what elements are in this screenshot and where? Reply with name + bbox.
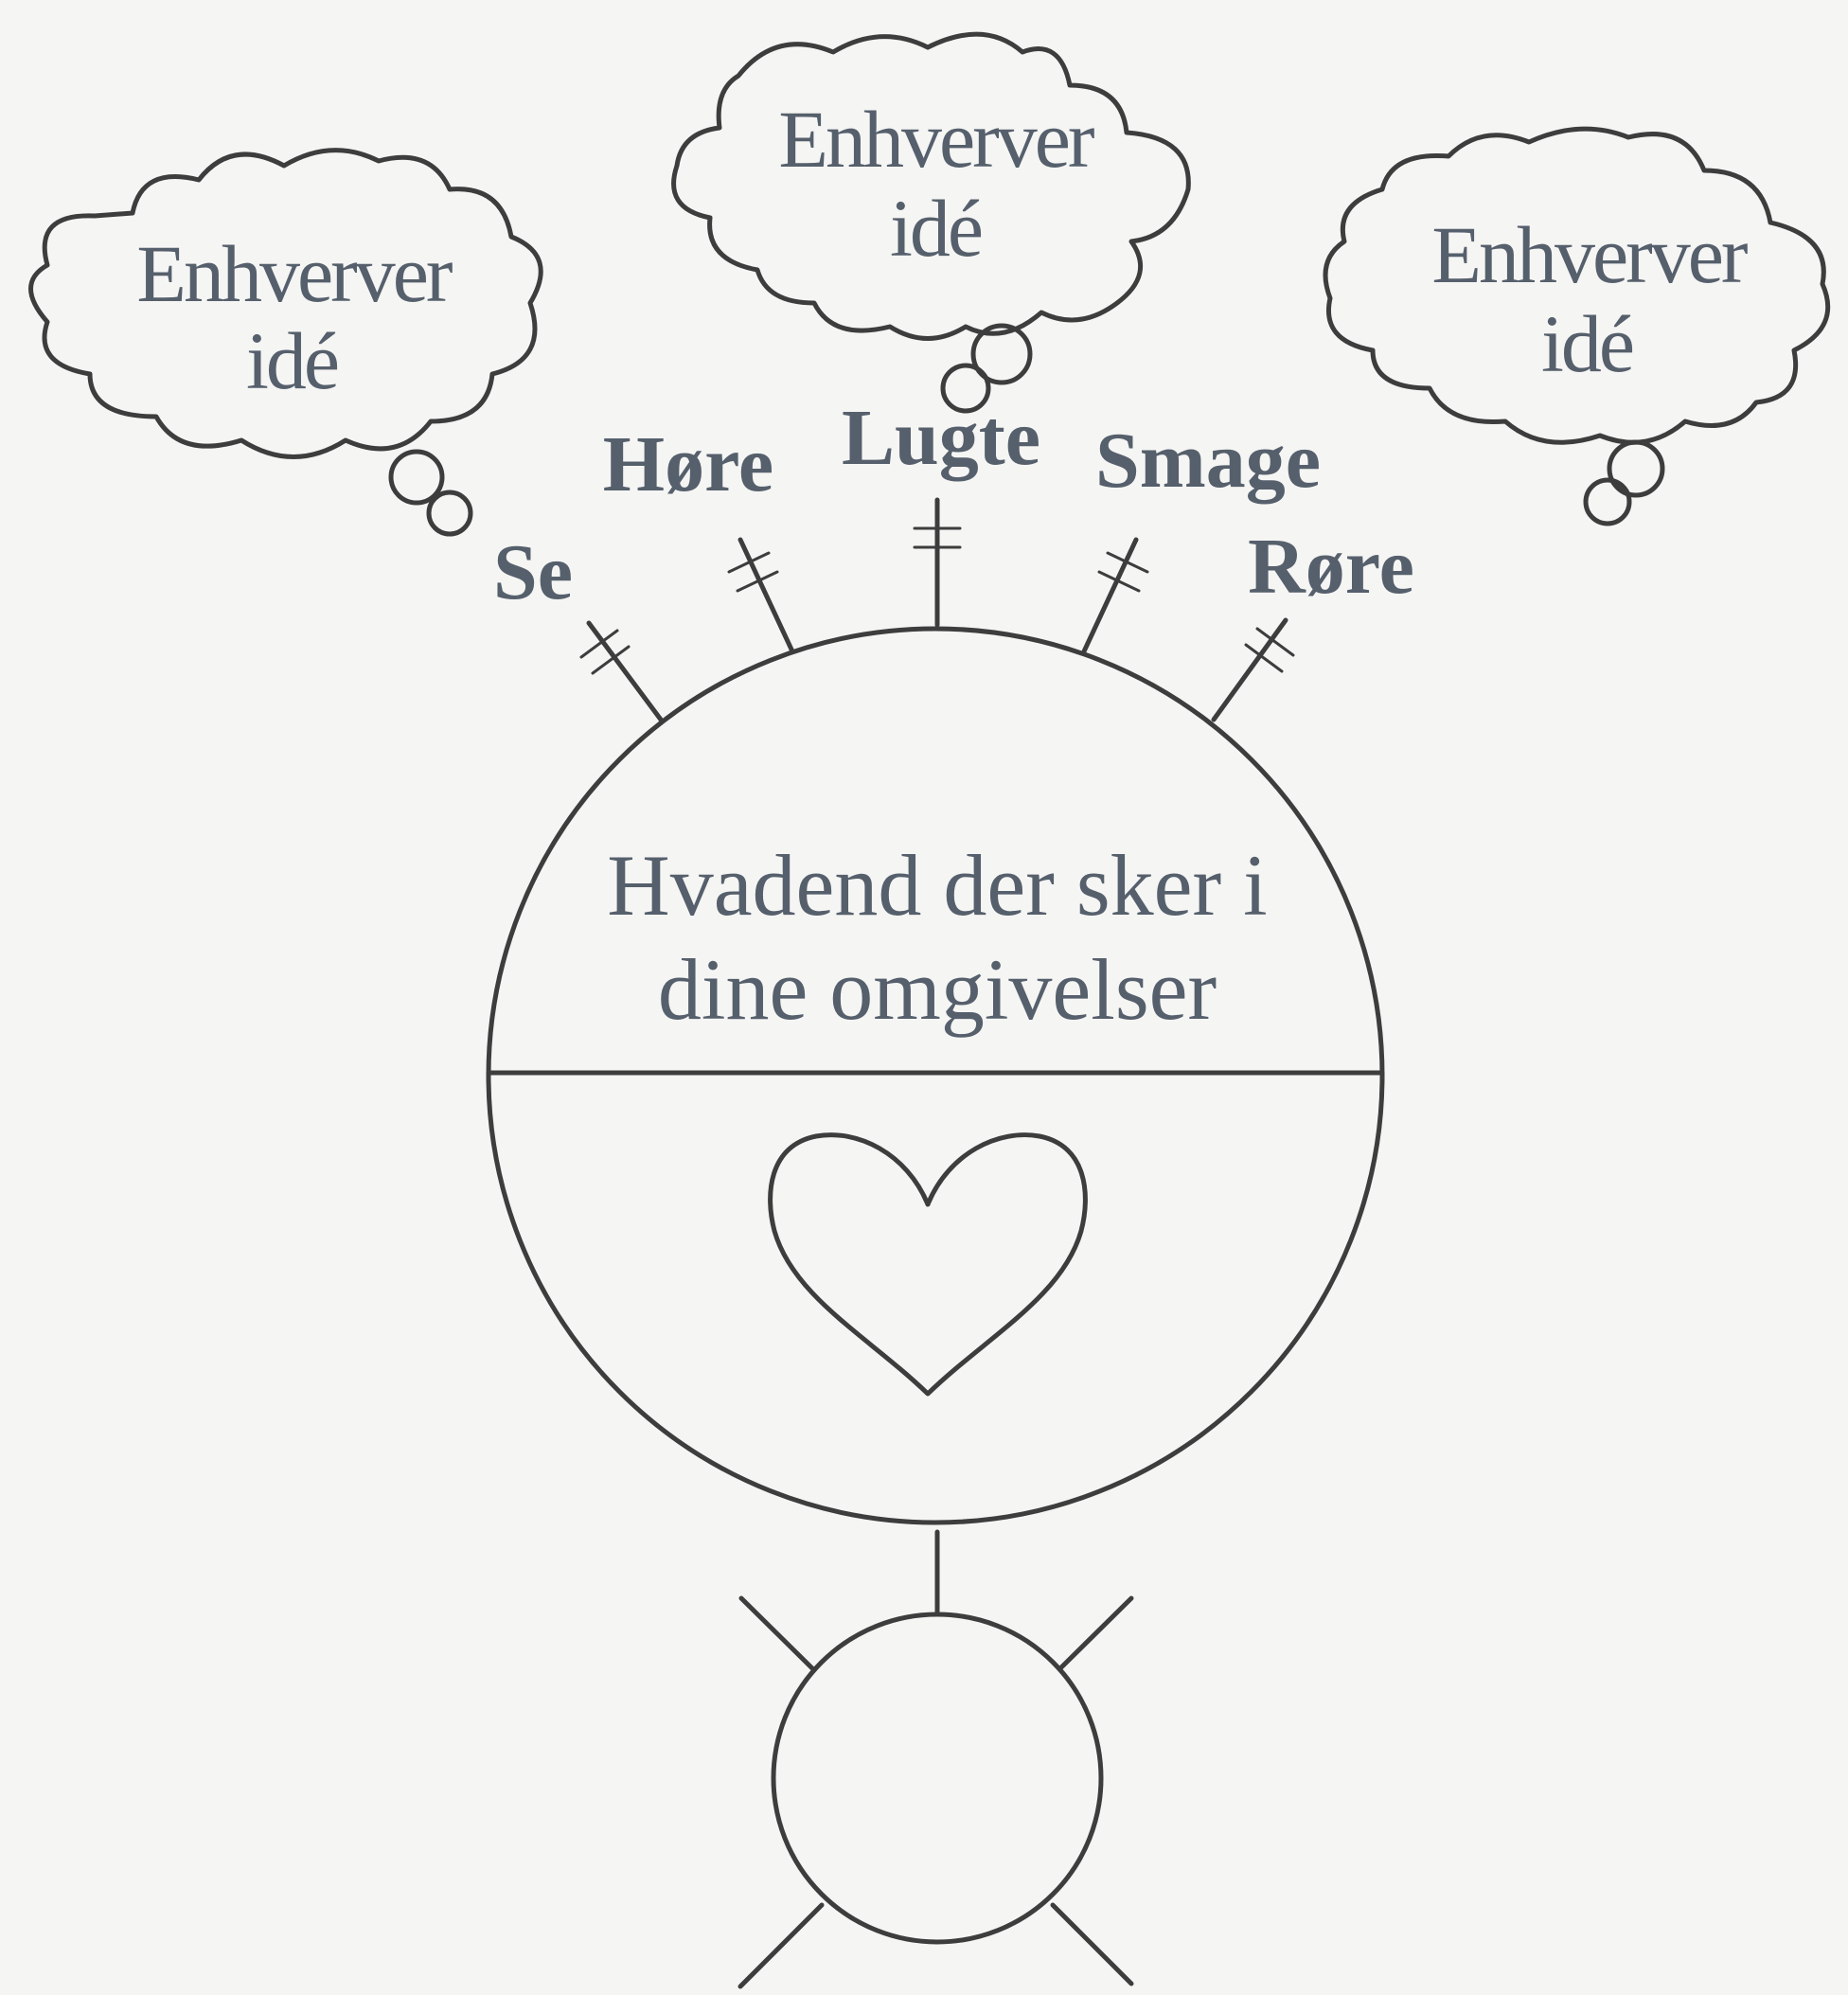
limb-lower-left <box>740 1905 822 1986</box>
sense-label-hore: Høre <box>603 420 773 508</box>
thought-bubble-small <box>1586 480 1629 524</box>
thought-cloud-1: Enhverver idé <box>31 151 542 534</box>
antenna-se <box>589 623 661 720</box>
thought-bubble-large <box>1609 442 1662 495</box>
limb-upper-right <box>1060 1598 1131 1668</box>
sense-label-lugte: Lugte <box>842 394 1040 482</box>
thought-bubble-large <box>391 452 442 503</box>
sense-labels: Se Høre Lugte Smage Røre <box>493 394 1414 616</box>
cloud-2-line1: Enhverver <box>778 94 1094 185</box>
center-text-line2: dine omgivelser <box>658 941 1217 1038</box>
sense-antennas <box>581 500 1293 720</box>
cloud-1-line2: idé <box>246 315 338 406</box>
antenna-hore <box>740 540 792 651</box>
limb-upper-left <box>741 1598 812 1668</box>
limb-lower-right <box>1053 1905 1131 1984</box>
antenna-rore <box>1214 620 1286 720</box>
thought-cloud-2: Enhverver idé <box>674 34 1189 411</box>
cloud-3-line1: Enhverver <box>1431 209 1748 300</box>
body-circle <box>773 1614 1101 1942</box>
heart-icon <box>771 1135 1086 1394</box>
sense-label-se: Se <box>493 528 573 616</box>
sense-label-rore: Røre <box>1248 523 1414 611</box>
thought-bubble-small <box>429 492 471 534</box>
thought-cloud-3: Enhverver idé <box>1325 129 1828 524</box>
head: Hvadend der sker i dine omgivelser <box>489 629 1382 1523</box>
antenna-smage <box>1084 540 1136 651</box>
center-text-line1: Hvadend der sker i <box>607 837 1267 934</box>
cloud-2-line2: idé <box>890 183 982 274</box>
cloud-1-line1: Enhverver <box>136 228 453 319</box>
body <box>740 1532 1131 1986</box>
sense-label-smage: Smage <box>1095 417 1321 505</box>
cloud-3-line2: idé <box>1541 298 1633 389</box>
